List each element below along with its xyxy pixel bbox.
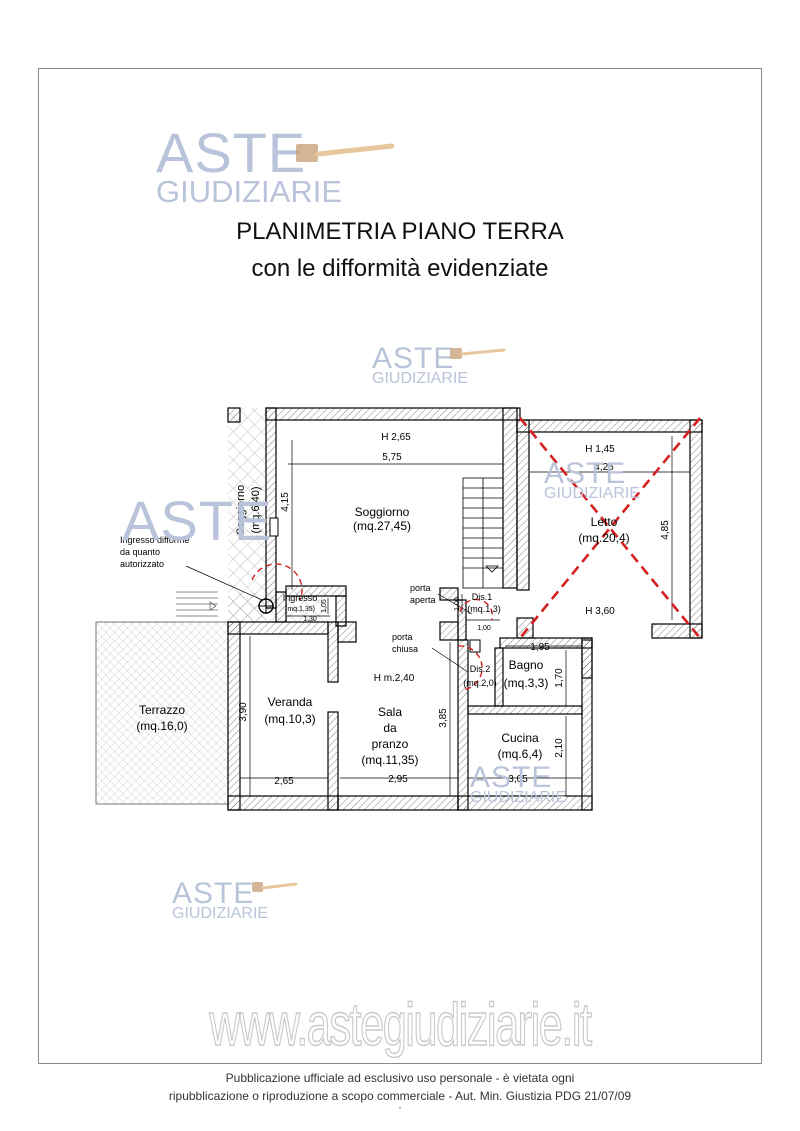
room-cucina-name: Cucina bbox=[501, 731, 539, 745]
dim-130: 1,30 bbox=[303, 616, 317, 623]
terrazzo-area bbox=[95, 621, 229, 805]
dim-385: 3,85 bbox=[438, 708, 449, 728]
room-veranda-name: Veranda bbox=[268, 695, 313, 709]
dim-265: 2,65 bbox=[274, 776, 294, 787]
room-letto-name: Letto bbox=[591, 515, 618, 529]
height-letto-bottom: H 3,60 bbox=[585, 606, 615, 617]
room-ingresso-area: (mq.1,35) bbox=[285, 606, 315, 613]
footer-line-2: ripubblicazione o riproduzione a scopo c… bbox=[168, 1089, 632, 1103]
note-porta-aperta-1: porta bbox=[410, 583, 431, 593]
dim-485: 4,85 bbox=[660, 520, 671, 540]
watermark-logo-plan-right: ASTE GIUDIZIARIE bbox=[544, 457, 641, 502]
watermark-gavel-icon-bottom bbox=[248, 880, 298, 898]
page-frame bbox=[38, 68, 762, 1064]
watermark-gavel-icon-mid bbox=[446, 346, 508, 364]
room-soggiorno-side-area: (mq.6,40) bbox=[250, 486, 262, 533]
note-porta-aperta-2: aperta bbox=[410, 595, 436, 605]
page-title: PLANIMETRIA PIANO TERRA bbox=[236, 218, 564, 245]
height-soggiorno: H 2,65 bbox=[381, 432, 411, 443]
watermark-logo-mid: ASTE GIUDIZIARIE bbox=[372, 342, 469, 387]
room-soggiorno-side-name: Soggiorno bbox=[235, 485, 247, 535]
room-bagno-name: Bagno bbox=[509, 658, 544, 672]
dim-210: 2,10 bbox=[554, 738, 565, 758]
dim-575: 5,75 bbox=[382, 452, 402, 463]
room-bagno-area: (mq.3,3) bbox=[504, 676, 549, 690]
dim-100a: 1,00 bbox=[454, 597, 461, 611]
page-subtitle: con le difformità evidenziate bbox=[251, 255, 549, 282]
dim-415: 4,15 bbox=[280, 492, 291, 512]
dim-305: 3,05 bbox=[508, 774, 528, 785]
room-sala-name-2: da bbox=[383, 721, 397, 735]
dimension-lines bbox=[240, 436, 690, 796]
dim-390: 3,90 bbox=[238, 702, 249, 722]
dis2-fixture-icon bbox=[469, 639, 481, 653]
height-letto: H 1,45 bbox=[585, 444, 615, 455]
room-dis2-area: (mq.2,0) bbox=[463, 678, 497, 688]
room-soggiorno-area: (mq.27,45) bbox=[353, 519, 411, 533]
watermark-url: www.astegiudiziarie.it bbox=[209, 990, 593, 1059]
watermark-logo-bottom: ASTE GIUDIZIARIE bbox=[172, 877, 269, 922]
note-difforme-1: Ingresso difforme bbox=[120, 535, 189, 545]
difformity-marks bbox=[251, 417, 702, 691]
soggiorno-side-area bbox=[228, 408, 266, 622]
room-sala-name-1: Sala bbox=[378, 705, 402, 719]
dim-195: 1,95 bbox=[530, 642, 550, 653]
note-difforme-3: autorizzato bbox=[120, 559, 164, 569]
footer-line-1: Pubblicazione ufficiale ad esclusivo uso… bbox=[225, 1071, 575, 1085]
dim-170: 1,70 bbox=[554, 668, 565, 688]
external-steps bbox=[176, 591, 218, 617]
note-difforme-2: da quanto bbox=[120, 547, 160, 557]
room-cucina-area: (mq.6,4) bbox=[498, 747, 543, 761]
dim-105: 1,05 bbox=[321, 599, 328, 613]
note-porta-chiusa-2: chiusa bbox=[392, 644, 418, 654]
room-sala-name-3: pranzo bbox=[372, 737, 409, 751]
room-veranda-area: (mq.10,3) bbox=[264, 712, 315, 726]
watermark-logo-plan-bottom: ASTE GIUDIZIARIE bbox=[470, 761, 567, 806]
room-dis1-name: Dis.1 bbox=[472, 592, 493, 602]
room-dis1-area: (mq.1,3) bbox=[467, 604, 501, 614]
dim-295: 2,95 bbox=[388, 774, 408, 785]
watermark-logo-large: ASTE GIUDIZIARIE bbox=[156, 121, 343, 210]
chimney-icon bbox=[269, 517, 279, 537]
room-soggiorno-name: Soggiorno bbox=[355, 505, 410, 519]
watermark-logo-plan-left: ASTE bbox=[122, 489, 273, 552]
height-sala: H m.2,40 bbox=[374, 673, 415, 684]
dim-425: 4,25 bbox=[594, 462, 614, 473]
room-sala-area: (mq.11,35) bbox=[361, 753, 418, 767]
room-terrazzo-area: (mq.16,0) bbox=[136, 719, 187, 733]
room-letto-area: (mq.20,4) bbox=[578, 531, 629, 545]
room-terrazzo-name: Terrazzo bbox=[139, 703, 185, 717]
room-dis2-name: Dis.2 bbox=[470, 664, 491, 674]
room-ingresso-name: Ingresso bbox=[283, 593, 318, 603]
note-porta-chiusa-1: porta bbox=[392, 632, 413, 642]
dim-100b: 1,00 bbox=[477, 625, 491, 632]
watermark-gavel-icon-large bbox=[288, 140, 398, 170]
staircase bbox=[462, 477, 504, 589]
footer-mark: - bbox=[398, 1103, 402, 1112]
